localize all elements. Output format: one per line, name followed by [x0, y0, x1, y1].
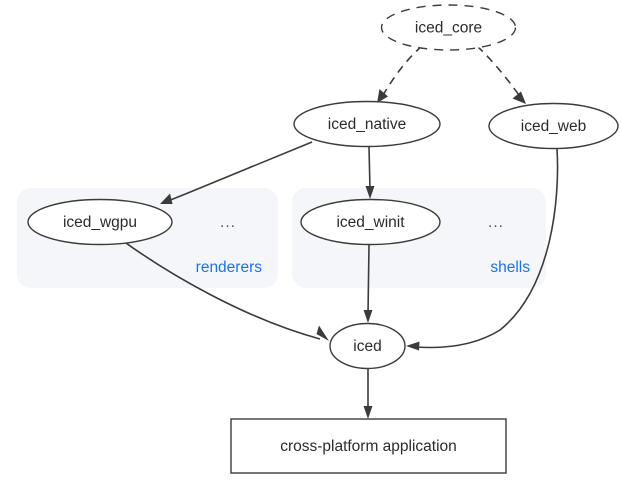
edge-iced-native-to-iced-winit	[368, 146, 371, 191]
node-iced-core-shape	[380, 4, 517, 51]
cluster-shells-ellipsis: ...	[488, 214, 504, 231]
node-iced[interactable]: iced	[329, 322, 406, 370]
cluster-shells-label: shells	[490, 259, 530, 276]
node-iced-native-shape	[293, 100, 441, 148]
node-iced-wgpu[interactable]: iced_wgpu	[27, 198, 173, 246]
node-iced-native[interactable]: iced_native	[293, 100, 441, 148]
arrowhead-iced-to-application	[363, 406, 373, 419]
arrowhead-iced-web-to-iced	[406, 341, 420, 351]
edge-iced-core-to-iced-native	[381, 45, 423, 98]
node-iced-label: iced	[353, 338, 381, 355]
node-iced-core[interactable]: iced_core	[380, 4, 517, 51]
edge-iced-wgpu-to-iced	[125, 242, 321, 340]
edge-iced-core-to-iced-web	[476, 45, 522, 99]
node-iced-winit[interactable]: iced_winit	[300, 198, 441, 246]
node-iced-core-label: iced_core	[415, 20, 482, 37]
cluster-renderers-label: renderers	[196, 259, 263, 276]
node-iced-wgpu-label: iced_wgpu	[63, 214, 137, 231]
arrowhead-iced-native-to-iced-wgpu	[160, 193, 173, 204]
node-iced-shape	[329, 322, 406, 370]
node-iced-winit-label: iced_winit	[336, 214, 405, 231]
node-cross-platform-application[interactable]: cross-platform application	[230, 418, 507, 474]
node-iced-wgpu-shape	[27, 198, 173, 246]
node-application-shape	[230, 418, 507, 474]
node-iced-web-label: iced_web	[521, 118, 587, 135]
node-iced-winit-shape	[300, 198, 441, 246]
edge-iced-native-to-iced-wgpu	[167, 141, 313, 202]
node-iced-native-label: iced_native	[328, 116, 406, 133]
edge-iced-web-to-iced	[415, 148, 559, 349]
cluster-renderers-ellipsis: ...	[220, 214, 236, 231]
arrowhead-iced-native-to-iced-winit	[365, 186, 375, 199]
arrowhead-iced-core-to-iced-web	[512, 91, 526, 104]
arrowhead-iced-winit-to-iced	[363, 310, 373, 323]
node-application-label: cross-platform application	[280, 438, 457, 455]
arrowhead-iced-wgpu-to-iced	[316, 325, 329, 341]
edge-iced-winit-to-iced	[367, 244, 370, 315]
node-iced-web-shape	[488, 102, 619, 150]
node-iced-web[interactable]: iced_web	[488, 102, 619, 150]
arrowhead-iced-core-to-iced-native	[377, 89, 388, 103]
